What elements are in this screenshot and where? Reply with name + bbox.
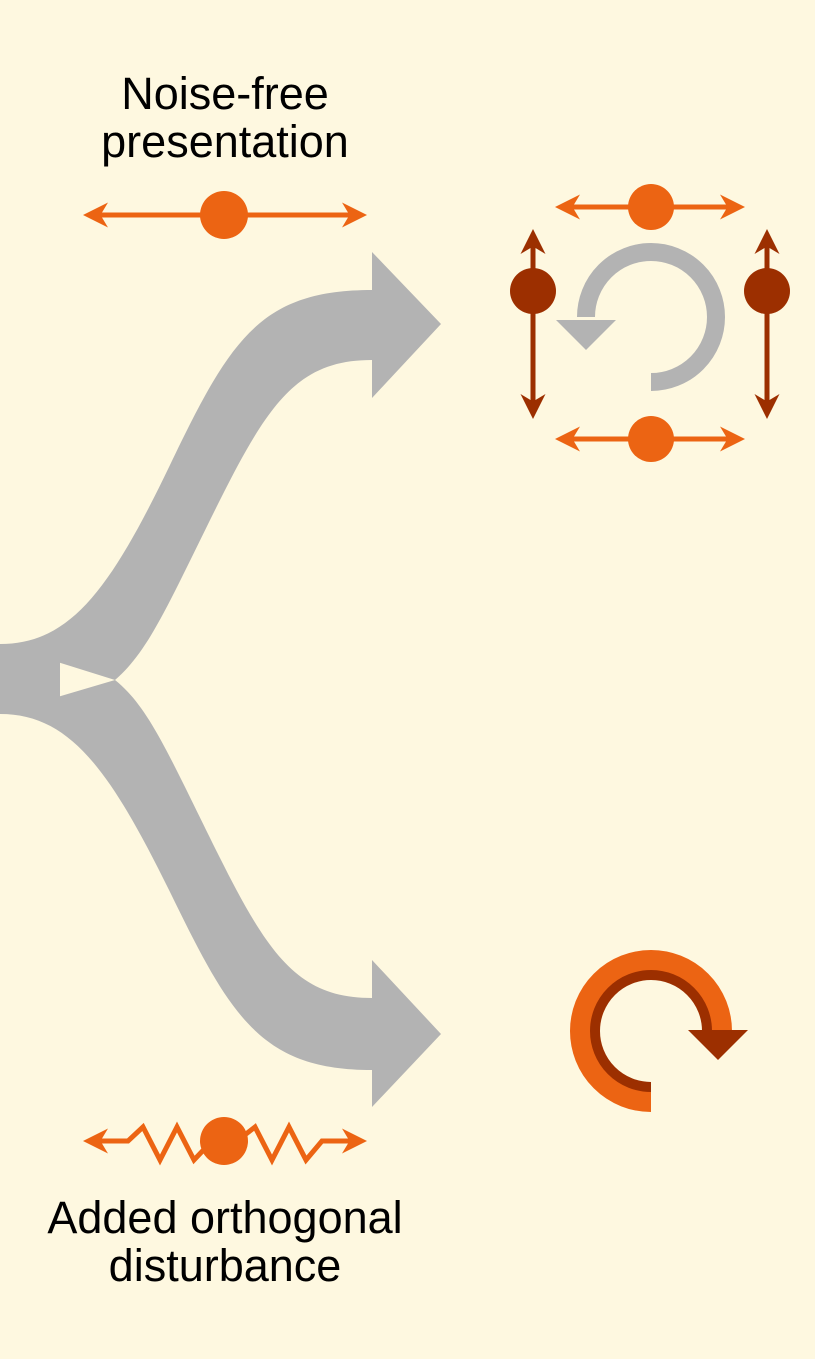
oscillator-bottom: [555, 416, 745, 462]
fork-arrow-upper-branch: [0, 252, 441, 680]
noise-free-label-line-1: Noise-free: [121, 68, 329, 119]
orthogonal-disturbance-label: Added orthogonal disturbance: [10, 1194, 440, 1290]
noise-free-label: Noise-free presentation: [30, 70, 420, 166]
oscillator-right: [744, 229, 790, 419]
fork-arrow-lower-branch: [0, 680, 441, 1107]
noise-free-label-line-2: presentation: [101, 116, 349, 167]
disturbed-rotation-icon: [570, 950, 748, 1112]
oscillator-top: [555, 184, 745, 230]
rotation-arrow-icon: [556, 243, 725, 391]
noise-free-oscillation-icon: [83, 191, 367, 239]
orthogonal-disturbance-label-line-2: disturbance: [108, 1240, 342, 1291]
fork-arrow-stem: [0, 644, 60, 714]
fork-arrow: [0, 252, 441, 1107]
coupled-oscillators-icon: [510, 184, 790, 462]
disturbed-oscillation-icon: [83, 1117, 367, 1166]
orthogonal-disturbance-label-line-1: Added orthogonal: [47, 1192, 403, 1243]
oscillator-left: [510, 229, 556, 419]
